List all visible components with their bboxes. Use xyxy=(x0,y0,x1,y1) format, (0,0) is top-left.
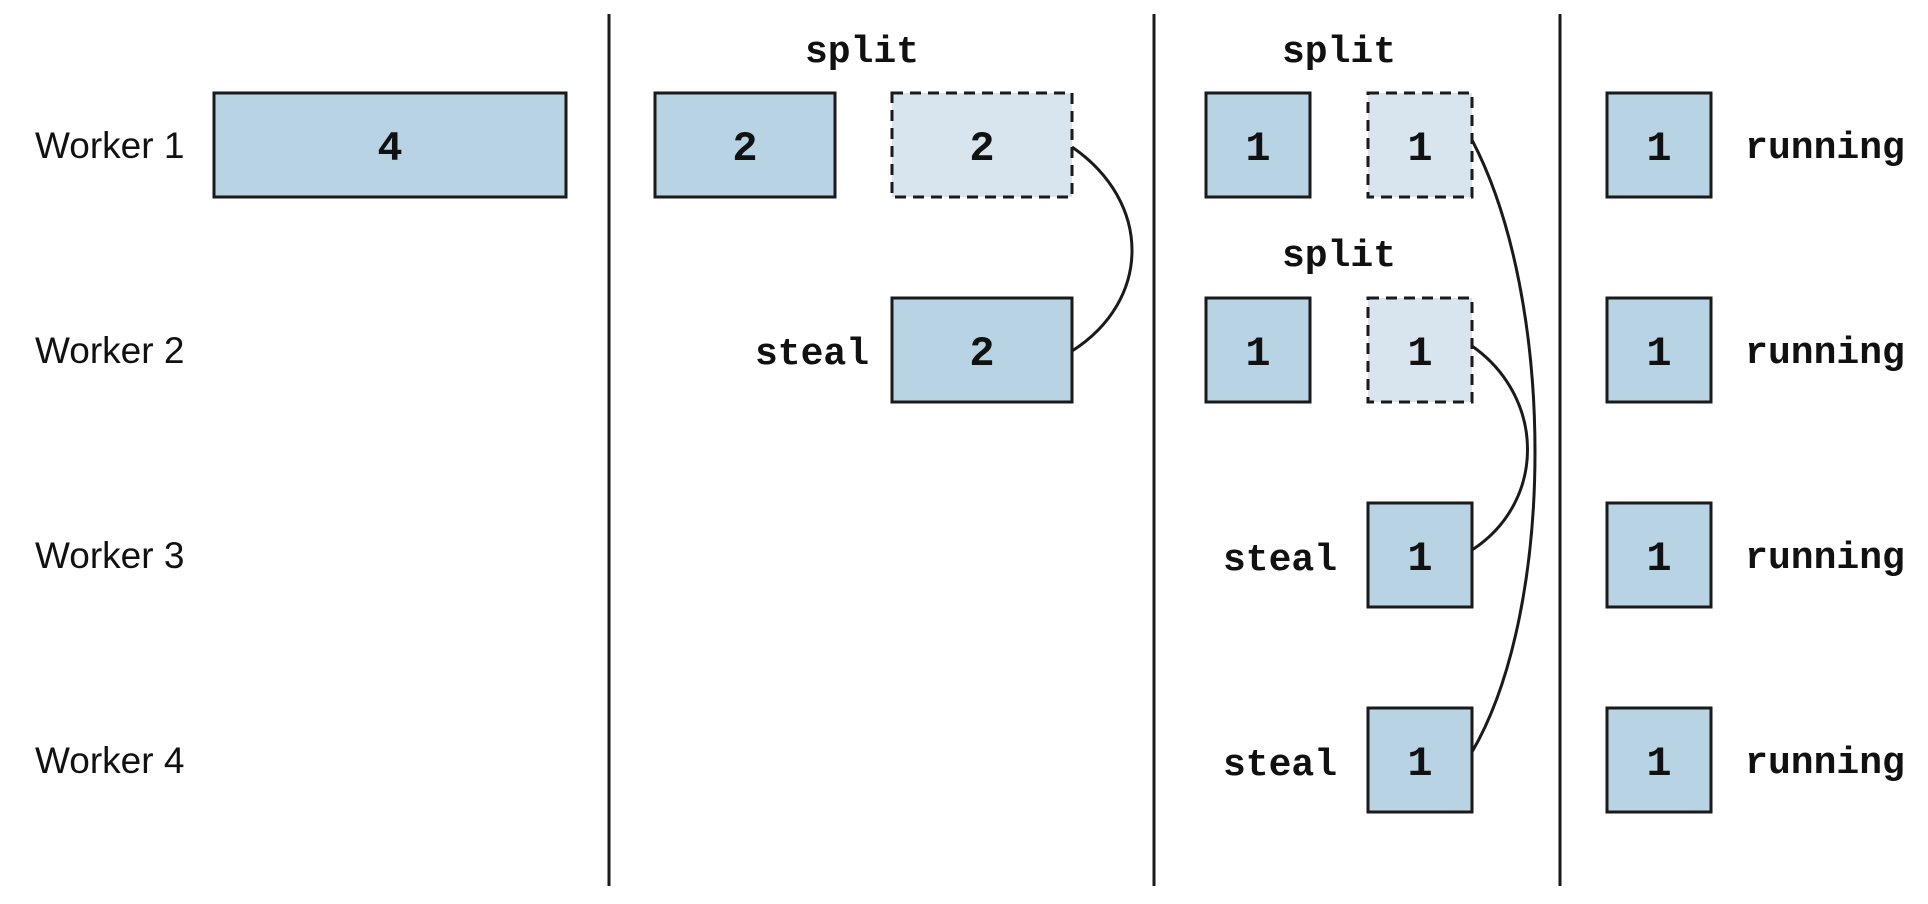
p3-worker2-split-box xyxy=(1366,296,1474,404)
p3-worker1-kept-box xyxy=(1204,91,1312,199)
p4-worker2-task-box xyxy=(1605,296,1713,404)
p1-worker1-task-value: 4 xyxy=(377,125,402,173)
p4-worker3-status: running xyxy=(1745,537,1905,580)
p3-worker1-split-value: 1 xyxy=(1407,125,1432,173)
p3-steal-curve-w1-to-w4 xyxy=(1470,139,1537,753)
worker-3-label: Worker 3 xyxy=(35,535,184,576)
p3-worker2-split-value: 1 xyxy=(1407,330,1432,378)
p3-worker2-kept-box xyxy=(1204,296,1312,404)
p4-worker4-task-value: 1 xyxy=(1646,740,1671,788)
p2-worker1-kept-box xyxy=(653,91,837,199)
p4-worker3-task-box xyxy=(1605,501,1713,609)
p4-worker3-task-value: 1 xyxy=(1646,535,1671,583)
p4-worker2-task-value: 1 xyxy=(1646,330,1671,378)
p2-worker1-split-box xyxy=(890,91,1074,199)
worker-2-label: Worker 2 xyxy=(35,330,184,371)
p3-steal-label-worker4: steal xyxy=(1223,744,1337,787)
p2-worker2-stolen-value: 2 xyxy=(969,330,994,378)
p2-worker1-kept-value: 2 xyxy=(732,125,757,173)
p3-worker2-kept-value: 1 xyxy=(1245,330,1270,378)
p4-worker1-task-value: 1 xyxy=(1646,125,1671,173)
worker-4-label: Worker 4 xyxy=(35,740,184,781)
p3-worker3-stolen-value: 1 xyxy=(1407,535,1432,583)
p2-worker1-split-value: 2 xyxy=(969,125,994,173)
p3-steal-curve-w2-to-w3 xyxy=(1471,344,1529,552)
p3-worker1-kept-value: 1 xyxy=(1245,125,1270,173)
p2-steal-curve-w1-to-w2 xyxy=(1071,145,1134,353)
p4-worker4-status: running xyxy=(1745,742,1905,785)
p3-worker3-stolen-box xyxy=(1366,501,1474,609)
p4-worker2-status: running xyxy=(1745,332,1905,375)
p4-worker1-status: running xyxy=(1745,127,1905,170)
p3-worker4-stolen-box xyxy=(1366,706,1474,814)
p3-steal-label-worker3: steal xyxy=(1223,539,1337,582)
p4-worker1-task-box xyxy=(1605,91,1713,199)
p2-steal-label: steal xyxy=(755,333,869,376)
p3-worker1-split-box xyxy=(1366,91,1474,199)
p4-worker4-task-box xyxy=(1605,706,1713,814)
worker-1-label: Worker 1 xyxy=(35,125,184,166)
p3-split-label-worker2: split xyxy=(1282,235,1396,278)
p2-split-label: split xyxy=(805,31,919,74)
p2-worker2-stolen-box xyxy=(890,296,1074,404)
p3-worker4-stolen-value: 1 xyxy=(1407,740,1432,788)
p3-split-label-worker1: split xyxy=(1282,31,1396,74)
p1-worker1-task-box xyxy=(212,91,568,199)
